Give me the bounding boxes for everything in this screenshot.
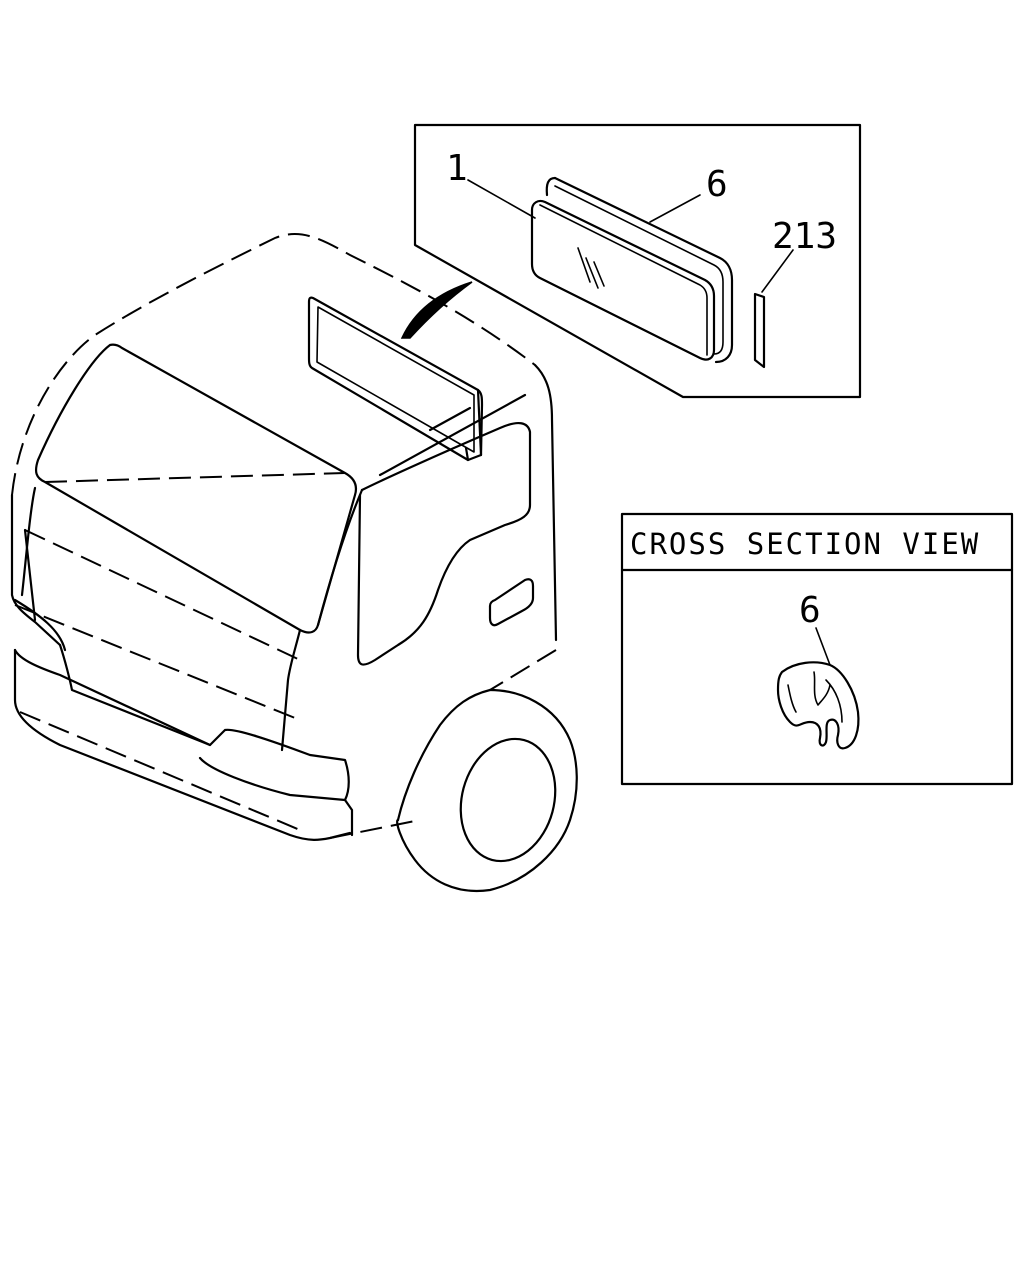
detail-box xyxy=(413,123,862,399)
callout-part-213: 213 xyxy=(772,216,837,257)
trim-strip xyxy=(753,292,766,369)
pointer-arrow xyxy=(400,281,473,339)
callout-part-1: 1 xyxy=(446,148,468,189)
cross-section-leader xyxy=(815,627,831,666)
cross-section-callout-6: 6 xyxy=(799,590,821,631)
seal-cross-section xyxy=(776,661,860,750)
callout-part-6: 6 xyxy=(706,164,728,205)
weatherstrip-seal xyxy=(545,176,734,364)
cross-section-title: CROSS SECTION VIEW xyxy=(630,527,980,561)
cross-section-box xyxy=(620,512,1014,786)
rear-window-glass xyxy=(530,199,716,361)
leader-lines xyxy=(467,179,794,293)
truck-cab-outline xyxy=(10,233,578,893)
rear-window-installed xyxy=(307,296,484,462)
